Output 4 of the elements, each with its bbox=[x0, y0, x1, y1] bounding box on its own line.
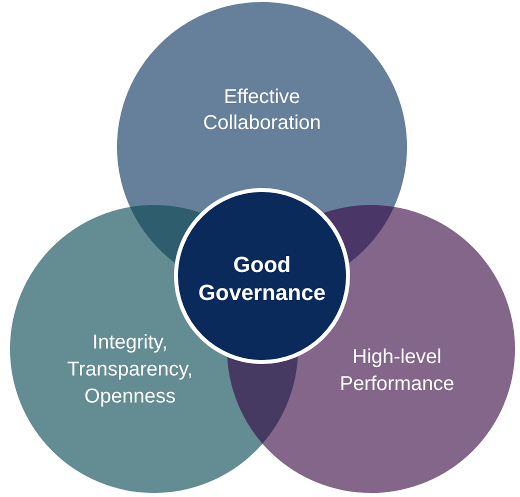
circle-label: High-level Performance bbox=[338, 345, 456, 397]
circle-label: Effective Collaboration bbox=[202, 85, 322, 136]
circle-label: Integrity, Transparency, Openness bbox=[66, 330, 194, 410]
center-label: Good Governance bbox=[198, 251, 326, 307]
